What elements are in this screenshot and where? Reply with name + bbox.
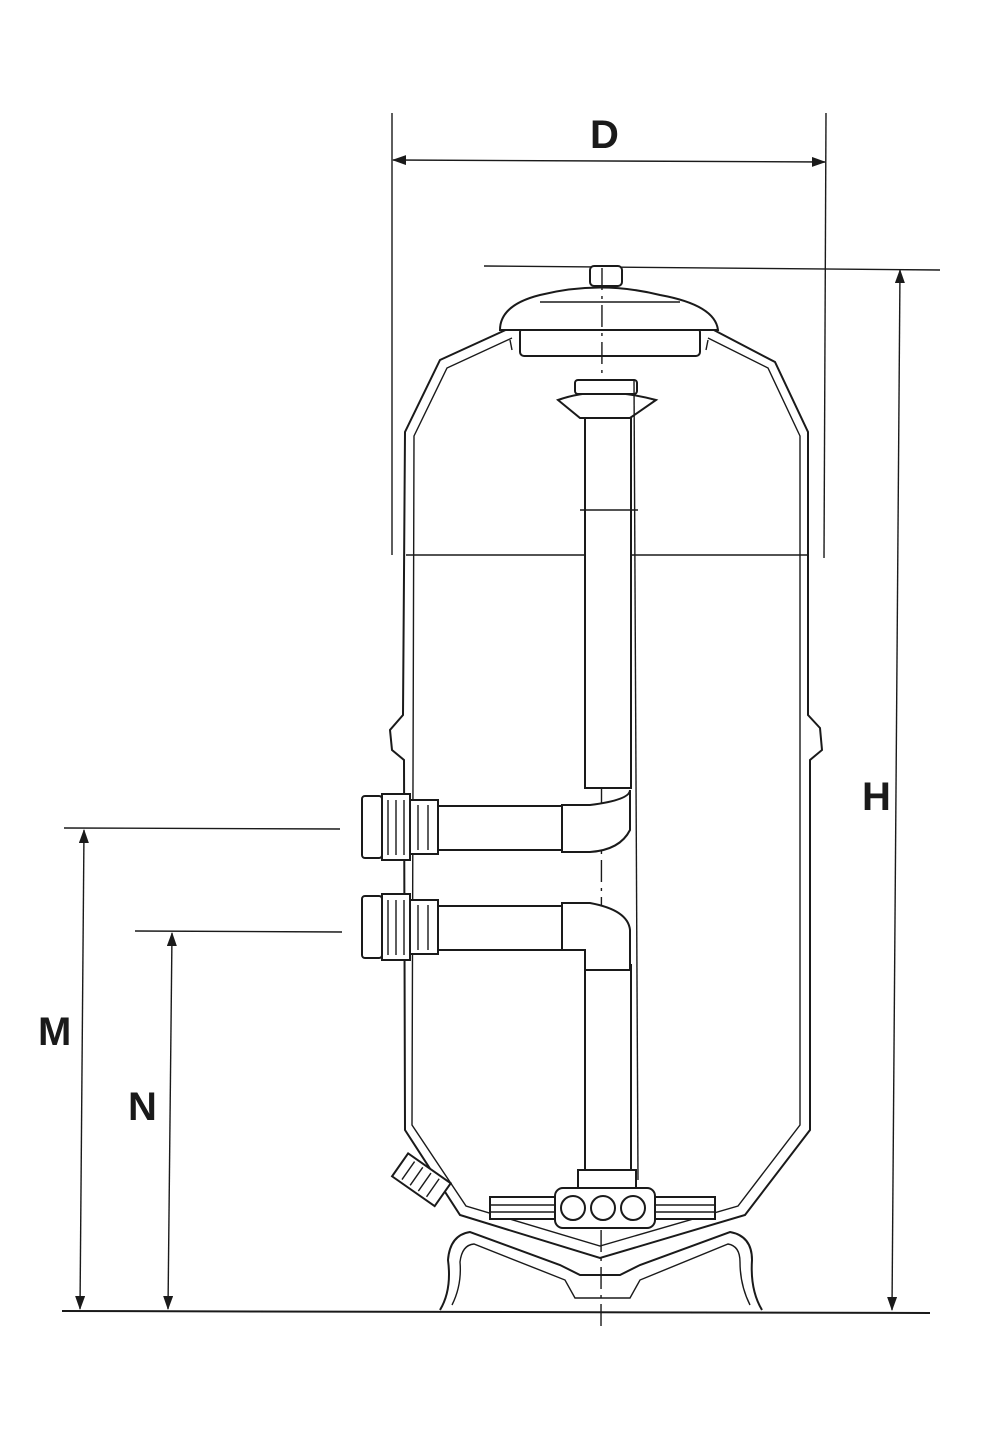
drain-port: [390, 1151, 453, 1208]
m-label: M: [38, 1010, 71, 1054]
h-top-extension: [483, 265, 941, 271]
m-arrow: [75, 829, 89, 1310]
dimension-h: H: [483, 265, 941, 1311]
d-label: D: [590, 113, 619, 157]
ground-line: [61, 1310, 931, 1314]
dimension-d: D: [391, 112, 827, 559]
dimension-n: N: [128, 930, 343, 1310]
tank-base: [439, 1230, 763, 1311]
d-extension-right: [823, 112, 827, 559]
n-arrow: [163, 932, 177, 1310]
lower-port-pipe: [361, 893, 631, 971]
h-label: H: [862, 775, 891, 819]
m-extension: [63, 827, 341, 830]
dimension-m: M: [38, 827, 341, 1310]
upper-port-pipe: [361, 789, 631, 861]
n-label: N: [128, 1085, 157, 1129]
tank-lid: [498, 265, 720, 357]
h-arrow: [887, 269, 905, 1311]
bottom-collector: [489, 1187, 716, 1229]
d-arrow: [392, 155, 826, 167]
central-pipe: [555, 379, 659, 1189]
n-extension: [134, 930, 343, 933]
